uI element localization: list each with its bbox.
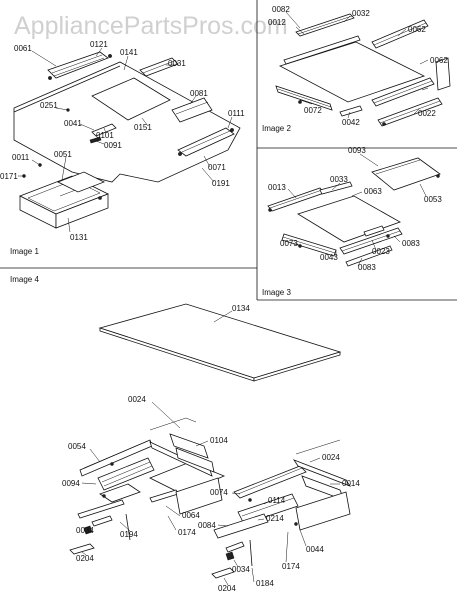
label-0091: 0091 bbox=[104, 141, 122, 150]
label-0043: 0043 bbox=[320, 253, 338, 262]
label-0114: 0114 bbox=[268, 496, 286, 505]
image1-drawing bbox=[13, 47, 241, 233]
image1-labels: 0061 0121 0141 0031 0251 0081 0041 0101 … bbox=[0, 40, 245, 242]
label-0012: 0012 bbox=[268, 18, 286, 27]
label-0031: 0031 bbox=[168, 59, 186, 68]
label-0044: 0044 bbox=[306, 545, 324, 554]
label-0101: 0101 bbox=[96, 131, 114, 140]
image2-title: Image 2 bbox=[262, 124, 291, 133]
label-0013: 0013 bbox=[268, 183, 286, 192]
image3-title: Image 3 bbox=[262, 288, 291, 297]
label-0022: 0022 bbox=[418, 109, 436, 118]
rail-0061 bbox=[47, 51, 112, 80]
shelf-assembly-right bbox=[211, 439, 352, 579]
label-0041: 0041 bbox=[64, 119, 82, 128]
label-0033: 0033 bbox=[330, 175, 348, 184]
image4-labels: 0134 0024 0054 0104 0094 0024 0074 0014 … bbox=[62, 304, 360, 593]
label-0204b: 0204 bbox=[218, 584, 236, 593]
label-0134: 0134 bbox=[232, 304, 250, 313]
label-0083: 0083 bbox=[402, 239, 420, 248]
label-0072: 0072 bbox=[304, 106, 322, 115]
label-0111: 0111 bbox=[228, 109, 245, 118]
label-0053: 0053 bbox=[424, 195, 442, 204]
label-0014: 0014 bbox=[342, 479, 360, 488]
label-0034a: 0034 bbox=[76, 526, 94, 535]
label-0141: 0141 bbox=[120, 48, 138, 57]
image3-drawing bbox=[267, 153, 441, 267]
image4-title: Image 4 bbox=[10, 275, 39, 284]
label-0071: 0071 bbox=[208, 163, 226, 172]
label-0251: 0251 bbox=[40, 101, 58, 110]
label-0054: 0054 bbox=[68, 442, 86, 451]
label-0032: 0032 bbox=[352, 9, 370, 18]
label-0214: 0214 bbox=[266, 514, 284, 523]
label-0024b: 0024 bbox=[322, 453, 340, 462]
label-0104: 0104 bbox=[210, 436, 228, 445]
label-0082: 0082 bbox=[272, 5, 290, 14]
label-0093: 0093 bbox=[348, 146, 366, 155]
image2-drawing bbox=[275, 11, 451, 127]
label-0151: 0151 bbox=[134, 123, 152, 132]
label-0094: 0094 bbox=[62, 479, 80, 488]
label-0131: 0131 bbox=[70, 233, 88, 242]
shelf-assembly-left bbox=[69, 417, 226, 555]
watermark-text: AppliancePartsPros.com bbox=[14, 12, 288, 40]
label-0063: 0063 bbox=[364, 187, 382, 196]
label-0174a: 0174 bbox=[178, 528, 196, 537]
label-0074: 0074 bbox=[210, 488, 228, 497]
label-0062b: 0062 bbox=[430, 56, 448, 65]
label-0194: 0194 bbox=[120, 530, 138, 539]
image4-drawing bbox=[69, 303, 352, 586]
bracket-0081 bbox=[171, 97, 213, 123]
label-0064: 0064 bbox=[182, 511, 200, 520]
cover-0134 bbox=[98, 303, 342, 382]
label-0023: 0023 bbox=[372, 247, 390, 256]
label-0184: 0184 bbox=[256, 579, 274, 588]
label-0034b: 0034 bbox=[232, 565, 250, 574]
label-0042: 0042 bbox=[342, 118, 360, 127]
rail-0071 bbox=[177, 127, 235, 157]
label-0024a: 0024 bbox=[128, 395, 146, 404]
drawer-0131 bbox=[19, 171, 109, 229]
image3-labels: 0093 0013 0033 0063 0053 0073 0043 0023 … bbox=[268, 146, 442, 272]
label-0204a: 0204 bbox=[76, 554, 94, 563]
image1-title: Image 1 bbox=[10, 247, 39, 256]
label-0084: 0084 bbox=[198, 521, 216, 530]
label-0051: 0051 bbox=[54, 150, 72, 159]
label-0061: 0061 bbox=[14, 44, 32, 53]
label-0062a: 0062 bbox=[408, 25, 426, 34]
label-0083b: 0083 bbox=[358, 263, 376, 272]
label-0081: 0081 bbox=[190, 89, 208, 98]
label-0121: 0121 bbox=[90, 40, 108, 49]
label-0171: 0171 bbox=[0, 172, 18, 181]
label-0174b: 0174 bbox=[282, 562, 300, 571]
label-0011: 0011 bbox=[12, 153, 30, 162]
label-0073: 0073 bbox=[280, 239, 298, 248]
panel-borders bbox=[0, 0, 457, 301]
rail-0031 bbox=[139, 57, 179, 77]
label-0191: 0191 bbox=[212, 179, 230, 188]
image2-labels: 0082 0012 0032 0062 0062 0072 0042 0022 bbox=[268, 5, 448, 127]
